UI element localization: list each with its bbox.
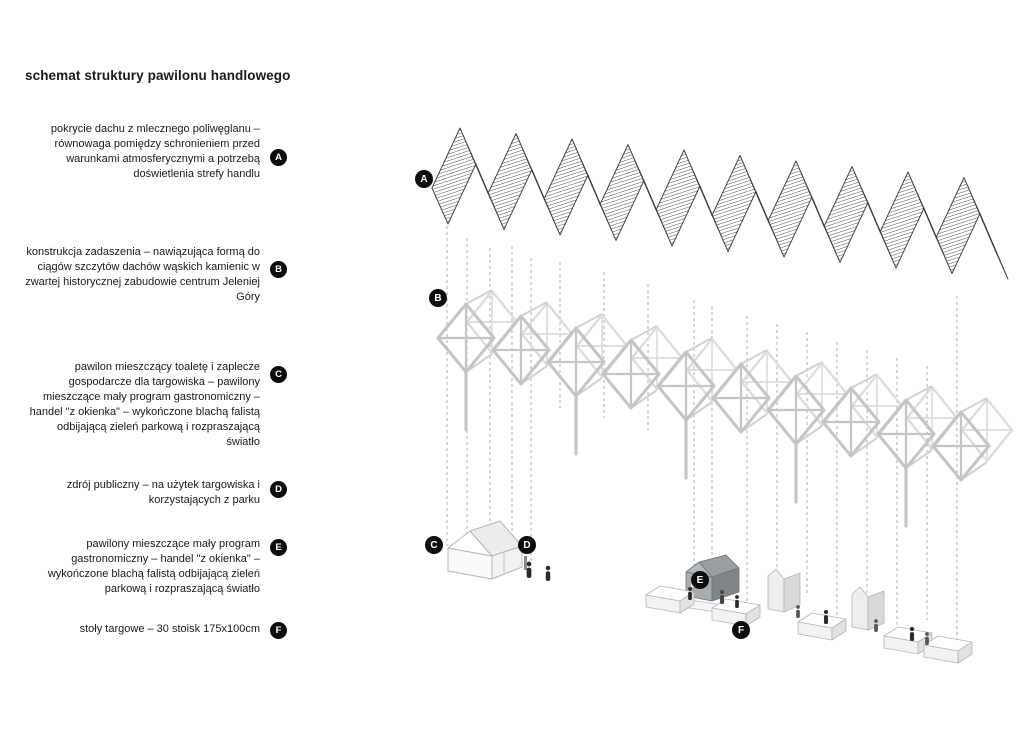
- diagram-marker-f: F: [732, 621, 750, 639]
- marker-badge-b: B: [270, 261, 287, 278]
- badge-column: D: [260, 478, 297, 498]
- human-figures-drawing: [526, 561, 929, 645]
- roof-structure-drawing: [436, 289, 1014, 528]
- marker-badge-a: A: [270, 149, 287, 166]
- annotation-text-d: zdrój publiczny – na użytek targowiska i…: [66, 479, 260, 506]
- marker-badge-d: D: [270, 481, 287, 498]
- badge-column: C: [260, 360, 297, 383]
- annotation-row-e: pawilony mieszczące mały program gastron…: [25, 537, 297, 597]
- diagram-marker-e: E: [691, 571, 709, 589]
- diagram-marker-b: B: [429, 289, 447, 307]
- market-tables-drawing: [645, 568, 973, 664]
- marker-badge-f: F: [270, 622, 287, 639]
- badge-column: E: [260, 537, 297, 556]
- diagram-marker-d: D: [518, 536, 536, 554]
- annotation-text-c: pawilon mieszczący toaletę i zaplecze go…: [29, 361, 260, 448]
- annotation-text-f: stoły targowe – 30 stoisk 175x100cm: [79, 623, 260, 635]
- page-title: schemat struktury pawilonu handlowego: [25, 68, 291, 83]
- badge-column: A: [260, 122, 297, 166]
- diagram-marker-c: C: [425, 536, 443, 554]
- polycarbonate-roof-drawing: [431, 127, 1009, 280]
- annotation-text-a: pokrycie dachu z mlecznego poliwęglanu –…: [50, 123, 260, 180]
- annotation-row-d: zdrój publiczny – na użytek targowiska i…: [25, 478, 297, 508]
- toilet-pavilion-drawing: [447, 520, 527, 580]
- annotation-text-b: konstrukcja zadaszenia – nawiązująca for…: [25, 246, 260, 303]
- diagram-marker-a: A: [415, 170, 433, 188]
- badge-column: F: [260, 622, 297, 639]
- annotation-row-f: stoły targowe – 30 stoisk 175x100cm F: [25, 622, 297, 639]
- annotation-row-c: pawilon mieszczący toaletę i zaplecze go…: [25, 360, 297, 450]
- marker-badge-c: C: [270, 366, 287, 383]
- annotation-row-b: konstrukcja zadaszenia – nawiązująca for…: [25, 245, 297, 305]
- badge-column: B: [260, 245, 297, 278]
- annotation-text-e: pawilony mieszczące mały program gastron…: [47, 538, 260, 595]
- marker-badge-e: E: [270, 539, 287, 556]
- annotation-row-a: pokrycie dachu z mlecznego poliwęglanu –…: [25, 122, 297, 182]
